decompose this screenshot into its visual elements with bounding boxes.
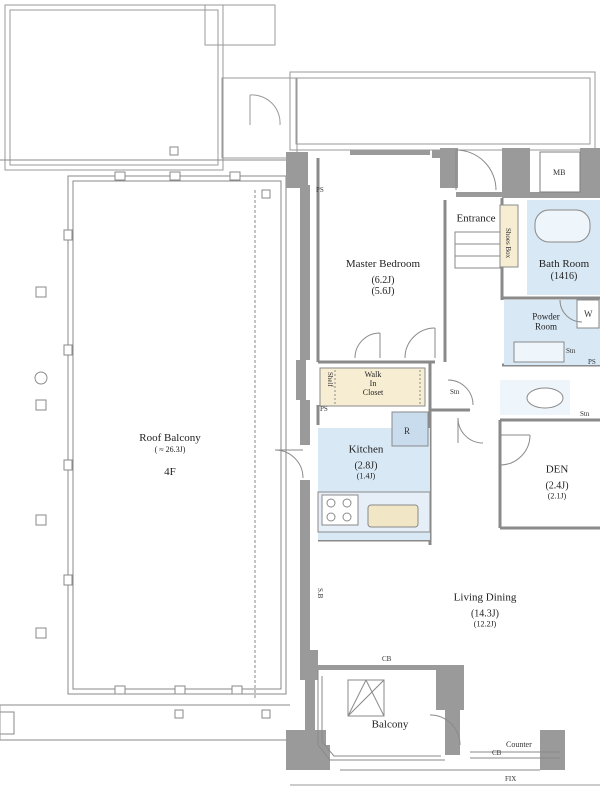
cb-label-bottom: CB: [492, 749, 502, 757]
balcony-label: Balcony: [372, 719, 409, 732]
door-swings: [274, 149, 583, 746]
stn-label-right: Stn: [580, 410, 590, 418]
living-dining-area-2: (12.2J): [473, 619, 497, 629]
master-bedroom-area-1: (6.2J): [371, 274, 395, 286]
kitchen-name: Kitchen: [348, 443, 384, 456]
closet-line-1: Walk: [364, 370, 382, 380]
den-area-1: (2.4J): [545, 479, 569, 491]
bath-room-label: Bath Room (1416): [539, 258, 589, 282]
master-bedroom-label: Master Bedroom (6.2J) (5.6J): [346, 258, 420, 298]
powder-line-1: Powder: [532, 311, 560, 322]
walk-in-closet-label: Walk In Closet: [363, 370, 383, 398]
den-name: DEN: [545, 463, 569, 476]
entrance-label: Entrance: [456, 213, 495, 226]
den-area-2: (2.1J): [547, 491, 567, 501]
living-dining-area-1: (14.3J): [470, 607, 500, 619]
railing-posts: [35, 146, 271, 719]
mb-label: MB: [553, 168, 566, 177]
drain-circle: [34, 371, 48, 385]
fix-label: FIX: [505, 775, 517, 783]
roof-balcony-label: Roof Balcony ( ≈ 26.3J) 4F: [139, 432, 200, 478]
stn-label-powder: Stn: [566, 347, 576, 355]
wet-areas: [317, 200, 600, 540]
powder-room-label: Powder Room: [532, 312, 560, 333]
mb-closet: [539, 151, 581, 193]
w-label: W: [584, 309, 593, 319]
closet-area: [319, 367, 426, 407]
closet-line-3: Closet: [362, 388, 384, 398]
living-dining-name: Living Dining: [453, 591, 517, 604]
den-label: DEN (2.4J) (2.1J): [545, 463, 568, 500]
fridge-label: R: [404, 426, 411, 436]
entrance-name: Entrance: [456, 212, 496, 225]
living-dining-label: Living Dining (14.3J) (12.2J): [454, 591, 517, 628]
closet-line-2: In: [369, 379, 377, 389]
kitchen-area-1: (2.8J): [354, 459, 378, 471]
cb-label-top: CB: [382, 655, 392, 663]
balcony-name: Balcony: [371, 718, 409, 731]
ps-label-mid: PS: [320, 405, 328, 413]
kitchen-label: Kitchen (2.8J) (1.4J): [349, 443, 384, 480]
kitchen-area-2: (1.4J): [356, 471, 376, 481]
bay-window: [317, 670, 560, 771]
roof-balcony-area: ( ≈ 26.3J): [154, 444, 186, 454]
entrance-steps: [454, 204, 519, 269]
ps-label-right: PS: [588, 358, 596, 366]
stn-label-hall: Stn: [450, 388, 460, 396]
roof-balcony-floor: 4F: [164, 465, 176, 478]
powder-line-2: Room: [534, 322, 557, 332]
roof-balcony-name: Roof Balcony: [139, 431, 201, 444]
shelf-label: Shelf: [326, 372, 334, 387]
shoes-box-label: Shoes Box: [504, 228, 512, 259]
master-bedroom-name: Master Bedroom: [345, 258, 421, 271]
building-edge: [0, 705, 600, 786]
ps-label-top: PS: [316, 186, 324, 194]
counter-label: Counter: [506, 740, 532, 749]
sb-label: S.B: [316, 588, 324, 599]
bath-room-name: Bath Room: [538, 257, 590, 270]
bath-room-area: (1416): [550, 270, 578, 282]
upper-roof-outline: [4, 4, 596, 171]
exterior-walls: [286, 148, 600, 770]
master-bedroom-area-2: (5.6J): [371, 286, 395, 298]
